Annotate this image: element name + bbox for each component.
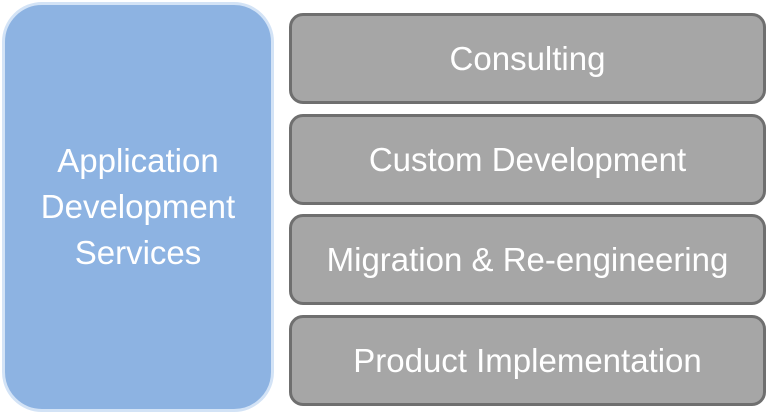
service-item-consulting: Consulting (289, 13, 766, 104)
service-item-label: Consulting (449, 39, 606, 77)
service-item-label: Product Implementation (353, 341, 702, 379)
service-item-product-implementation: Product Implementation (289, 315, 766, 406)
service-item-custom-development: Custom Development (289, 114, 766, 205)
main-category-box: Application Development Services (2, 2, 274, 412)
service-item-migration-reengineering: Migration & Re-engineering (289, 214, 766, 305)
service-item-label: Custom Development (368, 140, 687, 178)
service-item-label: Migration & Re-engineering (326, 240, 729, 278)
main-category-label: Application Development Services (40, 142, 236, 271)
